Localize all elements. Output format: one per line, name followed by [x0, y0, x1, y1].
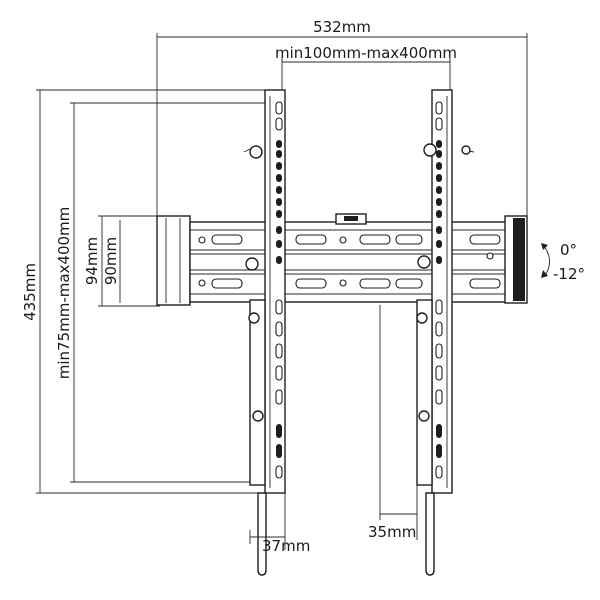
profile-depth-right-label: 35mm — [368, 523, 416, 541]
profile-depth-left-label: 37mm — [262, 537, 310, 555]
plate-height-outer-label: 94mm — [83, 237, 101, 285]
vesa-horizontal-label: min100mm-max400mm — [275, 44, 457, 62]
rail-slots-upper — [198, 234, 501, 260]
vesa-horizontal-dimension: min100mm-max400mm — [275, 44, 457, 90]
vesa-vertical-dimension: min75mm-max400mm — [55, 102, 265, 483]
plate-height-inner-label: 90mm — [102, 237, 120, 285]
overall-width-label: 532mm — [313, 18, 371, 36]
tilt-indicator: 0° -12° — [541, 241, 585, 283]
right-vertical-bracket — [416, 89, 475, 576]
rail-slots-lower — [198, 278, 501, 289]
overall-height-dimension: 435mm — [21, 89, 265, 494]
profile-depth-left-dimension: 37mm — [249, 493, 310, 555]
tilt-arrow-down-icon — [541, 270, 548, 278]
tilt-arrow-up-icon — [541, 243, 548, 250]
plate-height-dimension: 94mm 90mm — [83, 215, 160, 307]
wall-plate — [156, 213, 528, 306]
vesa-vertical-label: min75mm-max400mm — [55, 207, 73, 380]
left-vertical-bracket — [243, 89, 286, 576]
overall-width-dimension: 532mm — [156, 18, 528, 222]
overall-height-label: 435mm — [21, 263, 39, 321]
right-bracket-holes — [435, 101, 443, 479]
tilt-lower-label: -12° — [553, 265, 585, 283]
tilt-upper-label: 0° — [560, 241, 577, 259]
profile-depth-right-dimension: 35mm — [368, 305, 418, 541]
left-bracket-holes — [275, 101, 283, 479]
